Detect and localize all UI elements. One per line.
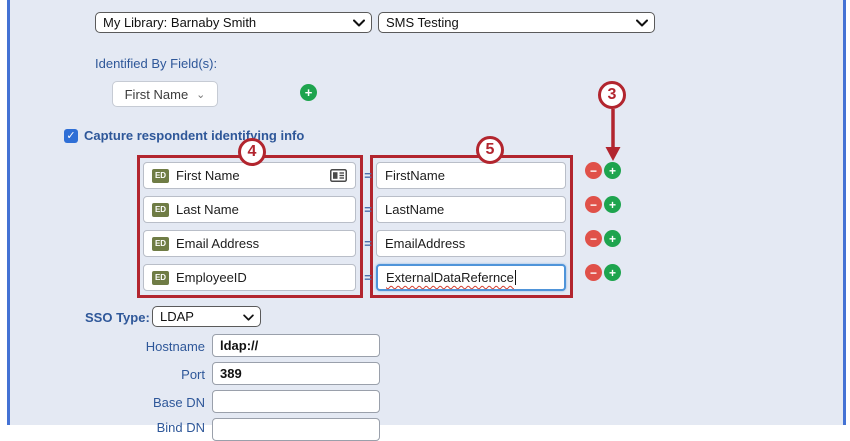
chevron-down-icon xyxy=(243,309,254,324)
remove-row-button[interactable]: − xyxy=(585,230,602,247)
annotation-circle-5: 5 xyxy=(476,136,504,164)
minus-icon: − xyxy=(589,231,597,246)
add-row-button[interactable]: + xyxy=(604,264,621,281)
equals-sign: = xyxy=(364,236,372,251)
equals-sign: = xyxy=(364,202,372,217)
contact-card-icon[interactable] xyxy=(330,169,347,182)
minus-icon: − xyxy=(589,197,597,212)
plus-icon: + xyxy=(608,265,616,280)
library-dropdown[interactable]: My Library: Barnaby Smith xyxy=(95,12,372,33)
value-input-emailaddress[interactable]: EmailAddress xyxy=(376,230,566,257)
right-border-line xyxy=(843,0,846,425)
value-text: FirstName xyxy=(385,168,445,183)
field-label: First Name xyxy=(176,168,240,183)
bind-dn-label: Bind DN xyxy=(156,420,205,435)
hostname-input[interactable] xyxy=(212,334,380,357)
library-dropdown-value: My Library: Barnaby Smith xyxy=(103,15,257,30)
left-border-line xyxy=(7,0,10,425)
annotation-arrow xyxy=(605,109,621,161)
embedded-data-badge: ED xyxy=(152,270,169,285)
field-label: EmployeeID xyxy=(176,270,247,285)
annotation-circle-3: 3 xyxy=(598,81,626,109)
field-label: Email Address xyxy=(176,236,260,251)
embedded-data-badge: ED xyxy=(152,202,169,217)
base-dn-label: Base DN xyxy=(152,395,205,410)
field-select-email-address[interactable]: ED Email Address xyxy=(143,230,356,257)
identified-by-field-value: First Name xyxy=(124,86,189,102)
identified-by-label: Identified By Field(s): xyxy=(95,56,218,71)
chevron-down-icon: ⌄ xyxy=(196,88,206,101)
settings-panel: My Library: Barnaby Smith SMS Testing Id… xyxy=(7,0,846,441)
sso-type-value: LDAP xyxy=(160,309,194,324)
add-identified-field-button[interactable]: + xyxy=(300,84,317,101)
field-select-last-name[interactable]: ED Last Name xyxy=(143,196,356,223)
capture-info-label: Capture respondent identifying info xyxy=(84,128,305,143)
minus-icon: − xyxy=(589,265,597,280)
embedded-data-badge: ED xyxy=(152,168,169,183)
plus-icon: + xyxy=(304,85,313,100)
remove-row-button[interactable]: − xyxy=(585,264,602,281)
embedded-data-badge: ED xyxy=(152,236,169,251)
value-input-lastname[interactable]: LastName xyxy=(376,196,566,223)
equals-sign: = xyxy=(364,270,372,285)
field-label: Last Name xyxy=(176,202,239,217)
hostname-label: Hostname xyxy=(145,339,205,354)
add-row-button[interactable]: + xyxy=(604,162,621,179)
remove-row-button[interactable]: − xyxy=(585,196,602,213)
chevron-down-icon xyxy=(353,15,365,30)
value-text: EmailAddress xyxy=(385,236,466,251)
value-text: ExternalDataRefernce xyxy=(386,270,514,285)
text-cursor xyxy=(514,270,516,285)
field-select-employeeid[interactable]: ED EmployeeID xyxy=(143,264,356,291)
plus-icon: + xyxy=(608,163,616,178)
bind-dn-input[interactable] xyxy=(212,418,380,441)
capture-info-checkbox[interactable]: ✓ xyxy=(64,129,78,143)
plus-icon: + xyxy=(608,231,616,246)
port-input[interactable] xyxy=(212,362,380,385)
message-dropdown-value: SMS Testing xyxy=(386,15,459,30)
equals-sign: = xyxy=(364,168,372,183)
annotation-rect-values xyxy=(370,155,573,298)
value-input-externaldatareference[interactable]: ExternalDataRefernce xyxy=(376,264,566,291)
minus-icon: − xyxy=(589,163,597,178)
sso-type-label: SSO Type: xyxy=(85,310,150,325)
value-input-firstname[interactable]: FirstName xyxy=(376,162,566,189)
remove-row-button[interactable]: − xyxy=(585,162,602,179)
message-dropdown[interactable]: SMS Testing xyxy=(378,12,655,33)
checkmark-icon: ✓ xyxy=(66,130,76,142)
plus-icon: + xyxy=(608,197,616,212)
sso-type-dropdown[interactable]: LDAP xyxy=(152,306,261,327)
annotation-circle-4: 4 xyxy=(238,138,266,166)
base-dn-input[interactable] xyxy=(212,390,380,413)
chevron-down-icon xyxy=(636,15,648,30)
value-text: LastName xyxy=(385,202,445,217)
identified-by-field-select[interactable]: First Name ⌄ xyxy=(112,81,218,107)
add-row-button[interactable]: + xyxy=(604,230,621,247)
add-row-button[interactable]: + xyxy=(604,196,621,213)
field-select-first-name[interactable]: ED First Name xyxy=(143,162,356,189)
port-label: Port xyxy=(181,367,205,382)
